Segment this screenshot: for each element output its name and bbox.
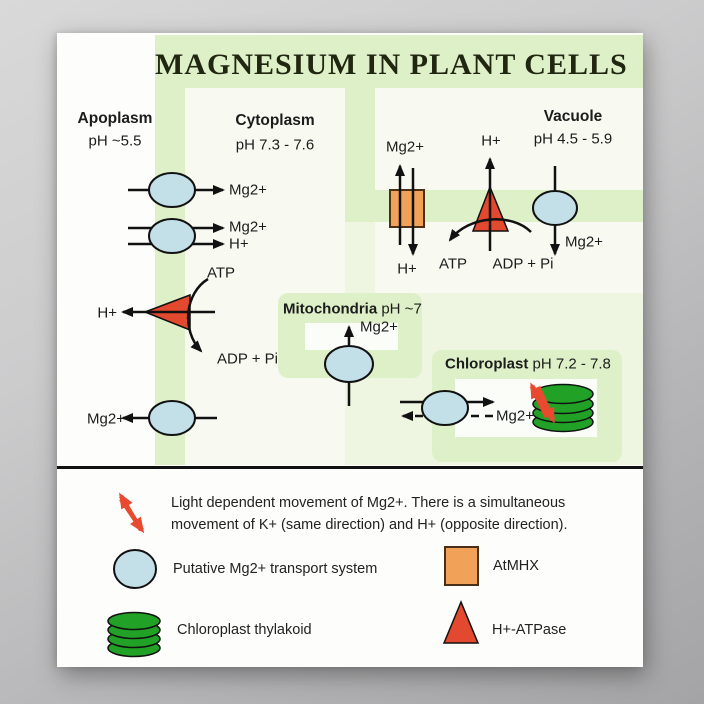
- cytoplasm-label: Cytoplasm: [235, 112, 315, 129]
- legend-atpase-icon: [442, 600, 480, 644]
- mg-label: Mg2+: [229, 218, 267, 236]
- legend-atmhx-label: AtMHX: [493, 558, 539, 574]
- cytoplasm-ph: pH 7.3 - 7.6: [235, 136, 315, 154]
- legend-light-line1: Light dependent movement of Mg2+. There …: [171, 495, 566, 511]
- mitochondria-name: Mitochondria: [283, 300, 378, 318]
- vacuole-ph: pH 4.5 - 5.9: [533, 130, 613, 148]
- legend-light-arrow-down: [119, 497, 145, 534]
- legend-thylakoid-label: Chloroplast thylakoid: [177, 622, 312, 638]
- transporter-ellipse-4: [532, 190, 578, 226]
- legend-thylakoid-icon: [107, 611, 161, 658]
- adp-to-atp-arc: [448, 218, 532, 242]
- transporter-ellipse-6: [421, 390, 469, 426]
- atmhx-square: [389, 189, 425, 228]
- light-arrow-down: [535, 385, 556, 424]
- h-label: H+: [97, 304, 117, 322]
- atp-label: ATP: [207, 264, 236, 282]
- legend-divider: [57, 466, 643, 469]
- cytoplasm-white-area: [185, 88, 345, 465]
- legend-atpase-label: H+-ATPase: [492, 622, 567, 638]
- mitochondria-ph: pH ~7: [381, 300, 422, 318]
- poster: MAGNESIUM IN PLANT CELLS Apoplasm pH ~5.…: [57, 33, 643, 667]
- h-label: H+: [481, 132, 501, 150]
- transporter-ellipse-3: [148, 400, 196, 436]
- mg-label: Mg2+: [386, 138, 424, 156]
- apoplasm-ph: pH ~5.5: [88, 132, 142, 150]
- mitochondria-label: Mitochondria pH ~7: [283, 301, 422, 318]
- below-tonoplast-area: [375, 222, 643, 293]
- h-label: H+: [397, 260, 417, 278]
- atp-label: ATP: [438, 255, 468, 273]
- transporter-ellipse-5: [324, 345, 374, 383]
- diagram-canvas: [107, 157, 594, 658]
- chloroplast-name: Chloroplast: [445, 355, 529, 373]
- legend-atmhx-icon: [444, 546, 479, 586]
- adp-pi-label: ADP + Pi: [492, 255, 554, 273]
- legend-light-line2: movement of K+ (same direction) and H+ (…: [171, 517, 568, 533]
- adp-pi-label: ADP + Pi: [217, 350, 279, 368]
- legend-transporter-icon: [113, 549, 157, 589]
- mg-label: Mg2+: [496, 407, 534, 425]
- legend-transport-label: Putative Mg2+ transport system: [173, 561, 378, 577]
- vacuole-label: Vacuole: [543, 108, 603, 125]
- vacuole-interior: [375, 88, 643, 190]
- title-band: [155, 35, 643, 88]
- chloroplast-label: Chloroplast pH 7.2 - 7.8: [445, 356, 611, 373]
- mg-label: Mg2+: [360, 318, 398, 336]
- transporter-ellipse-1: [148, 172, 196, 208]
- apoplasm-label: Apoplasm: [77, 110, 153, 127]
- thylakoid-disc: [107, 611, 161, 631]
- mg-label: Mg2+: [565, 233, 603, 251]
- mg-label: Mg2+: [229, 181, 267, 199]
- transporter-ellipse-2: [148, 218, 196, 254]
- chloroplast-ph: pH 7.2 - 7.8: [532, 355, 611, 373]
- mg-label: Mg2+: [87, 410, 125, 428]
- atp-to-adp-arc: [186, 277, 209, 353]
- poster-title: MAGNESIUM IN PLANT CELLS: [155, 48, 628, 81]
- h-label: H+: [229, 235, 249, 253]
